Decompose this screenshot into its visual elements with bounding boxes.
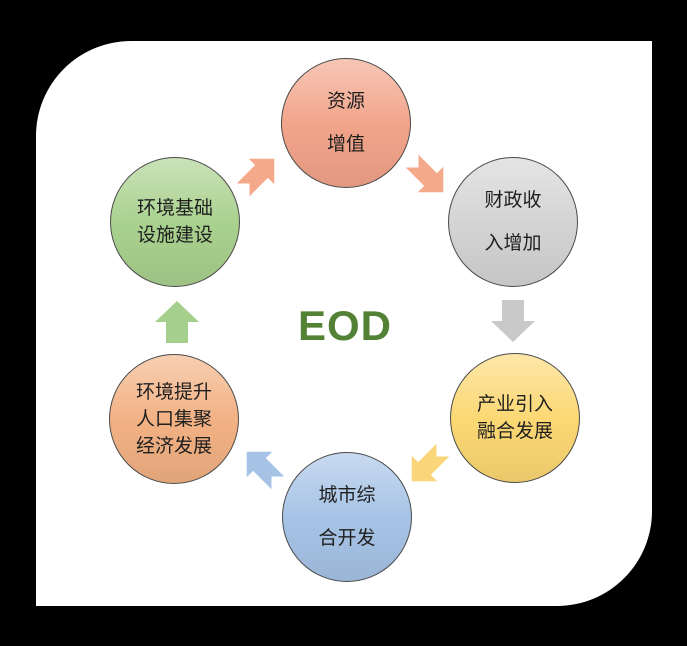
node-label-line: 经济发展 [135,435,212,457]
node-label-line: 环境提升 [135,381,212,403]
arrow-blue-to-orange-icon [246,451,285,490]
arrow-salmon-to-gray-icon [405,154,444,193]
arrow-gray-to-yellow-icon [491,300,535,342]
node-label-line: 城市综 [318,485,376,506]
node-label-line: 环境基础 [136,198,213,219]
arrow-yellow-to-blue-icon [411,443,450,482]
arrow-green-to-salmon-icon [236,158,275,197]
arrow-orange-to-green-icon [155,301,199,343]
node-label-line: 增值 [326,134,365,155]
node-urban-comprehensive-development: 城市综 合开发 [282,452,412,582]
node-label-line: 资源 [326,91,365,112]
node-label-line: 入增加 [484,233,542,254]
node-label-line: 人口集聚 [135,408,212,430]
node-resource-appreciation: 资源 增值 [281,58,411,188]
node-label-line: 融合发展 [476,421,553,442]
node-label-line: 设施建设 [136,225,213,246]
node-environmental-infrastructure: 环境基础 设施建设 [110,157,240,287]
center-title: EOD [297,302,392,349]
node-label-line: 合开发 [318,528,376,549]
node-environment-population-economy: 环境提升 人口集聚 经济发展 [109,354,239,484]
node-label-line: 财政收 [484,190,542,211]
node-label-line: 产业引入 [476,394,553,415]
node-industry-integration-development: 产业引入 融合发展 [450,353,580,483]
node-fiscal-revenue-increase: 财政收 入增加 [448,157,578,287]
